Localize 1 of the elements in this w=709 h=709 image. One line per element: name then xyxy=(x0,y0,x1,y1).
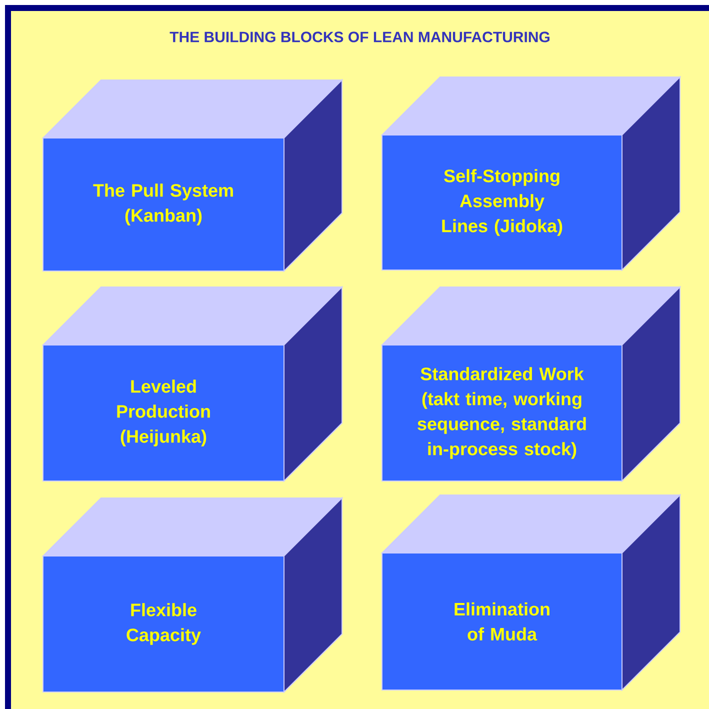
title: THE BUILDING BLOCKS OF LEAN MANUFACTURING xyxy=(170,32,550,42)
